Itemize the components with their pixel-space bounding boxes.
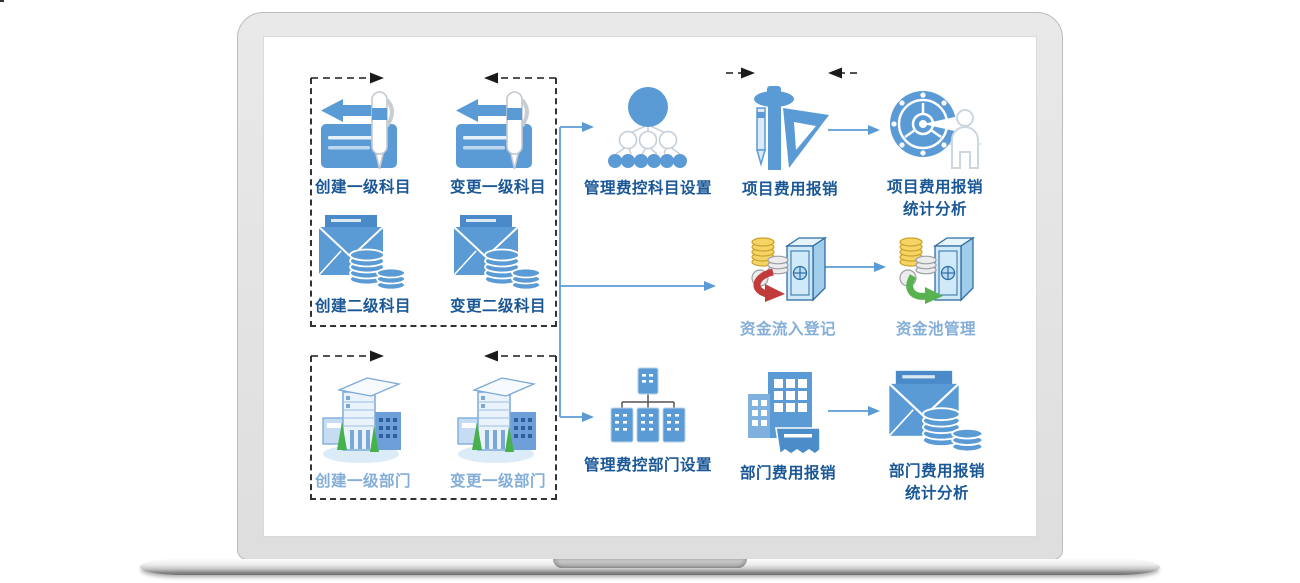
node-create-subject-l2: 创建二级科目: [305, 213, 421, 318]
org-tree-icon: [600, 85, 696, 175]
node-label: 资金流入登记: [739, 320, 836, 338]
group-box-subjects: [310, 78, 557, 327]
node-label: 变更二级科目: [449, 297, 546, 315]
node-dept-settings: 管理费控部门设置: [578, 366, 718, 477]
buildings-receipt-icon: [742, 368, 834, 460]
building-3d-icon: [315, 368, 411, 468]
node-label: 项目费用报销: [741, 180, 838, 198]
node-label: 管理费控科目设置: [583, 179, 712, 197]
node-fund-inflow: 资金流入登记: [730, 228, 846, 341]
group-box-departments: [310, 356, 557, 500]
envelope-coins-icon: [885, 366, 989, 458]
caliper-ruler-icon: [747, 84, 833, 176]
node-change-dept-l1: 变更一级部门: [440, 368, 556, 493]
node-label: 变更一级部门: [449, 472, 546, 490]
laptop-base: [140, 559, 1160, 575]
coins-safe-red-arrow-icon: [741, 228, 836, 316]
node-label: 管理费控部门设置: [583, 456, 712, 474]
building-3d-icon: [450, 368, 546, 468]
envelope-coins-icon: [450, 213, 546, 293]
vault-person-icon: [885, 86, 985, 174]
node-label: 创建二级科目: [314, 297, 411, 315]
group-box-expense-process: [0, 0, 4, 2]
node-label: 创建一级科目: [314, 178, 411, 196]
node-label: 变更一级科目: [449, 178, 546, 196]
node-label: 部门费用报销 统计分析: [888, 462, 985, 502]
coins-safe-green-arrow-icon: [889, 228, 984, 316]
node-label: 部门费用报销: [739, 464, 836, 482]
node-dept-expense-stats: 部门费用报销 统计分析: [872, 366, 1002, 504]
node-label: 资金池管理: [895, 320, 976, 338]
envelope-coins-icon: [315, 213, 411, 293]
node-dept-expense: 部门费用报销: [730, 368, 846, 485]
laptop-base-notch: [553, 559, 747, 568]
node-label: 项目费用报销 统计分析: [886, 178, 983, 218]
node-subject-settings: 管理费控科目设置: [578, 85, 718, 200]
node-label: 创建一级部门: [314, 472, 411, 490]
card-pen-icon: [450, 88, 546, 174]
node-change-subject-l1: 变更一级科目: [440, 88, 556, 199]
node-change-subject-l2: 变更二级科目: [440, 213, 556, 318]
card-pen-icon: [315, 88, 411, 174]
node-create-subject-l1: 创建一级科目: [305, 88, 421, 199]
node-create-dept-l1: 创建一级部门: [305, 368, 421, 493]
building-org-tree-icon: [602, 366, 694, 452]
node-project-expense-stats: 项目费用报销 统计分析: [870, 86, 1000, 220]
node-fund-pool: 资金池管理: [876, 228, 996, 341]
node-project-expense: 项目费用报销: [732, 84, 848, 201]
